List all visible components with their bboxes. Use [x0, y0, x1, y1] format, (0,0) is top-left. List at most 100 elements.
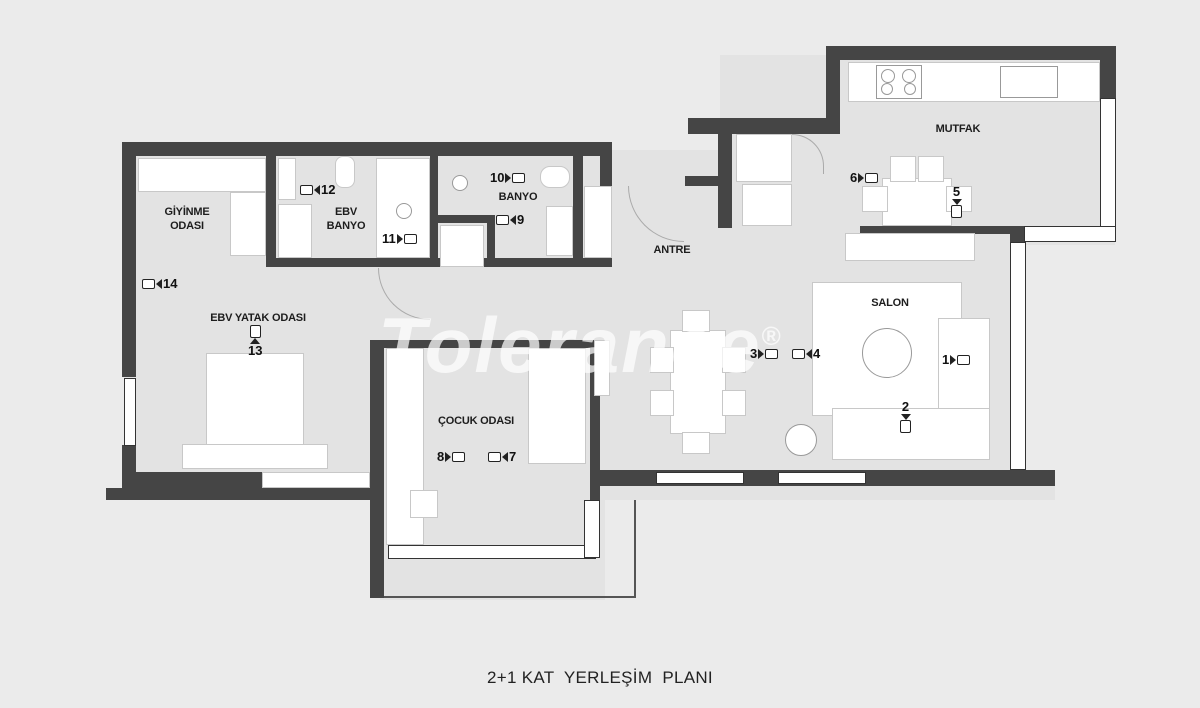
camera-icon: [806, 349, 812, 359]
camera-marker-10[interactable]: 10: [490, 171, 526, 185]
wall-bottom-left: [106, 488, 376, 500]
camera-icon: [505, 173, 512, 183]
room-label-cocuk: ÇOCUK ODASI: [437, 415, 515, 427]
camera-marker-6[interactable]: 6: [850, 171, 879, 185]
camera-marker-4[interactable]: 4: [792, 347, 820, 361]
camera-marker-14[interactable]: 14: [142, 277, 177, 291]
wall-kitchen-left: [826, 46, 840, 134]
wall-top-left: [122, 142, 612, 156]
camera-icon: [758, 349, 765, 359]
room-label-mutfak: MUTFAK: [935, 123, 981, 135]
camera-icon: [156, 279, 162, 289]
terrace-railing: [384, 500, 636, 598]
kitchen-bench: [845, 233, 975, 261]
camera-icon: [951, 199, 962, 205]
window-salon-bottom-2: [778, 472, 866, 484]
wall-shaft: [438, 215, 494, 223]
plan-caption: 2+1 KAT YERLEŞİM PLANI: [487, 668, 713, 687]
camera-marker-11[interactable]: 11: [382, 232, 417, 246]
ebv-bath-counter: [278, 158, 296, 200]
salon-side-table: [785, 424, 817, 456]
fridge-lower: [742, 184, 792, 226]
room-label-antre: ANTRE: [653, 244, 691, 256]
camera-icon: [510, 215, 516, 225]
kitchen-table: [882, 178, 952, 226]
window-child-right: [584, 500, 600, 558]
window-kitchen-right: [1100, 98, 1116, 242]
room-label-salon: SALON: [871, 297, 909, 309]
wardrobe-top: [138, 158, 266, 192]
wall-child-top: [370, 340, 598, 348]
watermark: Tolerance®: [378, 301, 783, 389]
shaft-box: [440, 225, 484, 267]
bedroom-ledge: [262, 472, 370, 488]
ebv-bath-toilet: [335, 156, 355, 188]
kitchen-sink: [1000, 66, 1058, 98]
closet-antre: [584, 186, 612, 258]
camera-icon: [858, 173, 865, 183]
camera-icon: [250, 338, 261, 344]
camera-icon: [314, 185, 320, 195]
salon-coffee-table: [862, 328, 912, 378]
wall-kitchen-right: [1100, 46, 1116, 98]
ebv-bath-sink: [278, 204, 312, 258]
room-label-banyo: BANYO: [498, 191, 538, 203]
camera-marker-5[interactable]: 5: [951, 185, 962, 218]
camera-marker-12[interactable]: 12: [300, 183, 335, 197]
wardrobe-side: [230, 192, 266, 256]
wall-dressing-right: [266, 155, 276, 267]
cooktop: [876, 65, 922, 99]
window-bedroom-left: [124, 378, 136, 446]
dining-table: [670, 330, 726, 434]
camera-icon: [396, 234, 403, 244]
wall-left: [122, 142, 136, 377]
dining-chair-r2: [722, 390, 746, 416]
wall-kitchen-step: [688, 118, 840, 134]
wall-antre-stub: [685, 176, 725, 186]
dining-chair-top: [682, 310, 710, 332]
bath-drain: [452, 175, 468, 191]
ebv-shower-drain: [396, 203, 412, 219]
bed: [206, 353, 304, 445]
camera-icon: [900, 414, 911, 420]
camera-marker-9[interactable]: 9: [496, 213, 524, 227]
camera-marker-2[interactable]: 2: [900, 400, 911, 433]
wall-bedroom-base: [122, 472, 262, 488]
window-salon-bottom-1: [656, 472, 744, 484]
wall-shaft-right: [487, 215, 495, 267]
wall-fridge: [718, 118, 732, 228]
wall-kitchen-bottom: [860, 226, 1020, 234]
dining-chair-bottom: [682, 432, 710, 454]
child-desk-chair: [410, 490, 438, 518]
room-label-ebv-banyo: EBV BANYO: [326, 206, 366, 232]
camera-marker-8[interactable]: 8: [437, 450, 466, 464]
camera-icon: [445, 452, 452, 462]
camera-marker-3[interactable]: 3: [750, 347, 779, 361]
wall-ebv-bath-right: [430, 155, 438, 267]
kitchen-chair-1: [890, 156, 916, 182]
camera-marker-1[interactable]: 1: [942, 353, 971, 367]
wall-bath-right: [573, 155, 583, 267]
camera-icon: [950, 355, 957, 365]
kitchen-chair-2: [918, 156, 944, 182]
wall-corner: [1010, 226, 1026, 242]
window-kitchen-bottom: [1024, 226, 1116, 242]
child-bed: [528, 348, 586, 464]
window-salon-right: [1010, 242, 1026, 470]
wall-wet-row: [266, 258, 611, 267]
wall-child-right: [590, 340, 600, 500]
bath-sink: [546, 206, 573, 256]
wall-kitchen-top: [826, 46, 1116, 60]
salon-sofa-bottom: [832, 408, 990, 460]
dining-chair-r1: [722, 347, 746, 373]
camera-marker-7[interactable]: 7: [488, 450, 516, 464]
dining-chair-l1: [650, 347, 674, 373]
kitchen-chair-3: [862, 186, 888, 212]
bed-bench: [182, 444, 328, 469]
camera-marker-13[interactable]: 13: [248, 325, 262, 358]
room-label-ebv-yatak: EBV YATAK ODASI: [210, 312, 306, 324]
camera-icon: [502, 452, 508, 462]
wall-child-left: [370, 340, 384, 598]
fridge-upper: [736, 134, 792, 182]
child-shelf: [594, 340, 610, 396]
